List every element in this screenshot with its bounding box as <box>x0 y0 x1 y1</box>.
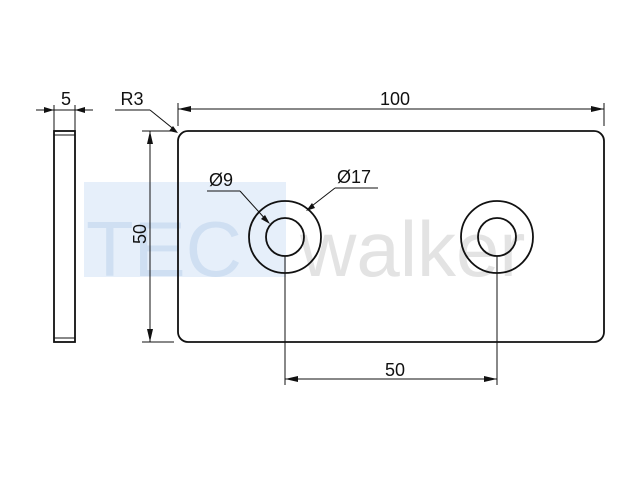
dimension-width: 50 <box>130 130 174 343</box>
watermark-band <box>84 182 286 277</box>
watermark-text-tec: TEC <box>86 205 242 293</box>
dimension-thickness: 5 <box>36 89 93 131</box>
dimension-label-hole-spacing: 50 <box>385 360 405 380</box>
arrowhead <box>75 107 85 113</box>
dimension-corner-radius: R3 <box>115 89 178 133</box>
arrowhead <box>261 215 270 224</box>
arrowhead <box>591 106 604 112</box>
arrowhead <box>147 329 153 342</box>
dimension-label-thickness: 5 <box>61 89 71 109</box>
arrowhead <box>178 106 191 112</box>
plate-outline <box>177 130 605 343</box>
watermark: TEC walker <box>84 182 525 293</box>
arrowhead <box>484 376 497 382</box>
dimension-label-hole-outer: Ø17 <box>337 167 371 187</box>
leader-line <box>149 109 177 132</box>
dimension-length: 100 <box>177 89 605 126</box>
side-view-outline <box>53 130 76 343</box>
dimension-hole-outer: Ø17 <box>306 167 378 211</box>
dimension-label-width: 50 <box>130 224 150 244</box>
arrowhead <box>44 107 54 113</box>
dimension-hole-inner: Ø9 <box>207 170 270 224</box>
side-view <box>53 130 76 343</box>
dimension-label-radius: R3 <box>120 89 143 109</box>
dimension-hole-spacing: 50 <box>284 256 498 385</box>
dimension-label-hole-inner: Ø9 <box>209 170 233 190</box>
arrowhead <box>147 131 153 144</box>
dimension-label-length: 100 <box>380 89 410 109</box>
arrowhead <box>306 203 315 211</box>
arrowhead <box>285 376 298 382</box>
